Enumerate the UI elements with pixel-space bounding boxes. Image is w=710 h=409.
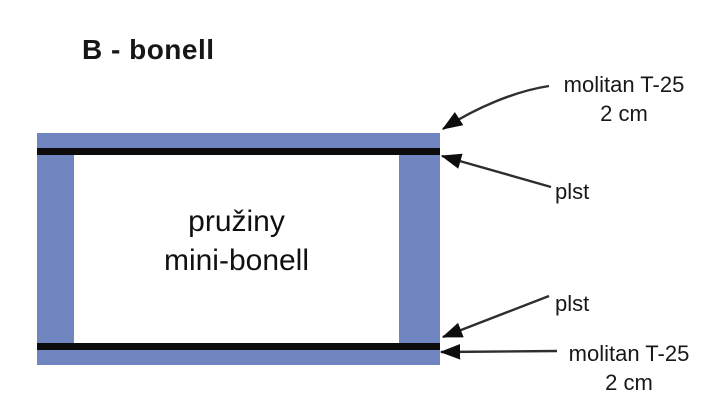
felt-layer-top xyxy=(37,148,440,155)
foam-side-right xyxy=(399,155,440,343)
foam-side-left xyxy=(37,155,74,343)
label-molitan-bottom: molitan T-25 2 cm xyxy=(545,339,710,397)
page-title: B - bonell xyxy=(82,34,215,65)
label-molitan-bottom-line1: molitan T-25 xyxy=(568,341,690,366)
springs-core-label-line1: pružiny xyxy=(188,205,285,238)
springs-core-label-line2: mini-bonell xyxy=(163,244,310,277)
arrow-molitan-top xyxy=(441,84,550,131)
label-molitan-top: molitan T-25 2 cm xyxy=(540,70,708,128)
foam-layer-bottom xyxy=(37,350,440,365)
arrow-plst-bottom xyxy=(441,294,550,339)
label-plst-top: plst xyxy=(555,179,590,204)
label-molitan-top-line1: molitan T-25 xyxy=(563,72,685,97)
springs-core-label: pružiny mini-bonell xyxy=(74,202,399,280)
foam-layer-top xyxy=(37,133,440,148)
arrow-plst-top xyxy=(440,153,552,189)
label-molitan-bottom-line2: 2 cm xyxy=(605,370,653,395)
label-plst-bottom: plst xyxy=(555,291,590,316)
arrow-molitan-bottom xyxy=(439,344,558,360)
label-molitan-top-line2: 2 cm xyxy=(600,101,648,126)
felt-layer-bottom xyxy=(37,343,440,350)
